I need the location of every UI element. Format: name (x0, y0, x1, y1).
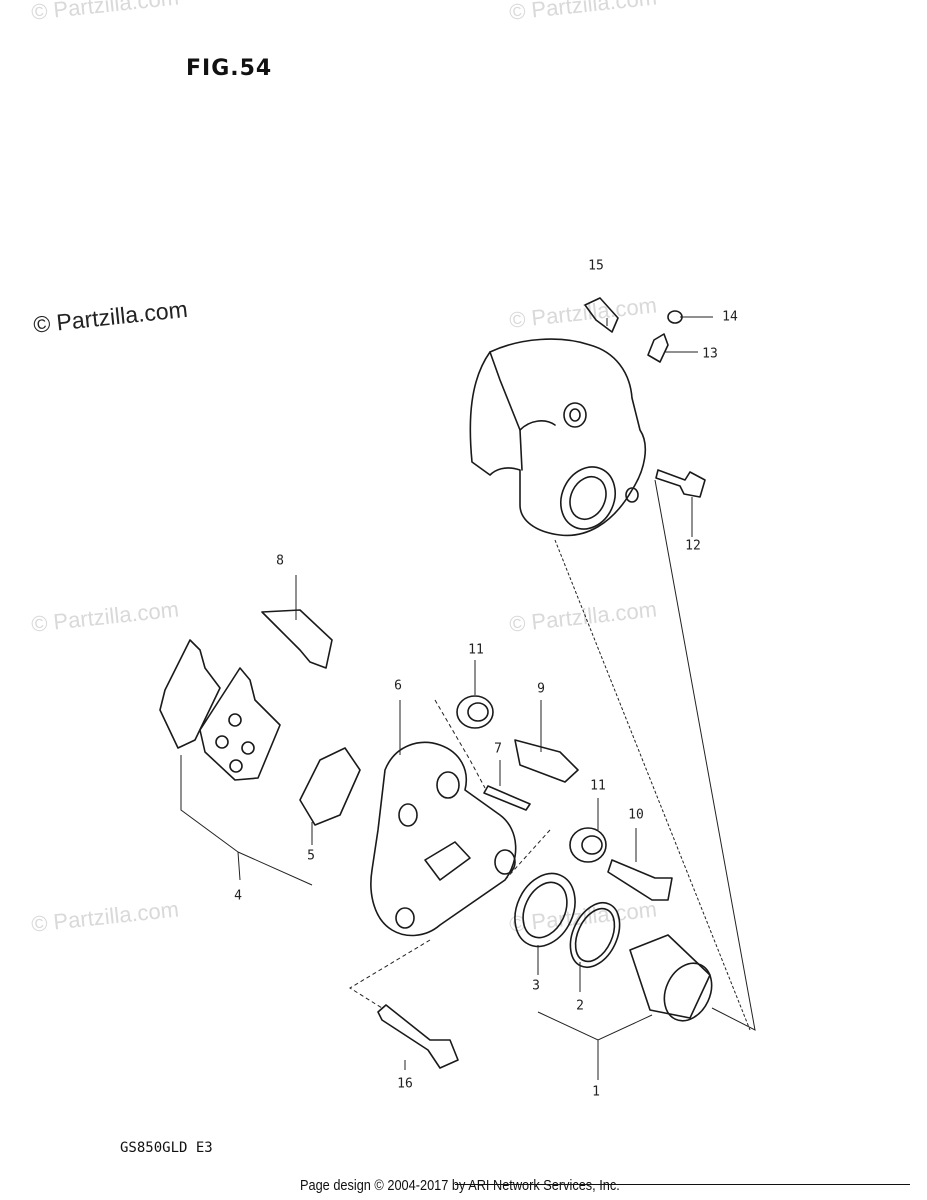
callout-8: 8 (276, 553, 284, 569)
callout-9: 9 (537, 681, 545, 697)
leader-lines (180, 316, 756, 1080)
callout-13: 13 (702, 346, 718, 362)
page-footer: Page design © 2004-2017 by ARI Network S… (300, 1177, 620, 1194)
bolt-part-12 (655, 469, 706, 498)
footer-rule (455, 1184, 910, 1185)
callout-11a: 11 (468, 642, 484, 658)
callout-16: 16 (397, 1076, 413, 1092)
bleeder-cap-part-14 (667, 310, 683, 324)
bleeder-valve-part-13 (647, 333, 669, 363)
caliper-body (469, 338, 647, 537)
callout-3: 3 (532, 978, 540, 994)
brake-pads-part-4 (159, 639, 281, 781)
callout-7: 7 (494, 741, 502, 757)
model-code: GS850GLD E3 (120, 1140, 213, 1156)
figure-label: FIG.54 (186, 56, 273, 81)
bolt-part-16 (377, 1004, 459, 1069)
callout-10: 10 (628, 807, 644, 823)
sleeve-bolt-part-10 (607, 859, 673, 901)
caliper-bracket-part-6 (370, 741, 517, 937)
boot-part-11a (456, 695, 494, 729)
callout-12: 12 (685, 538, 701, 554)
shim-part-5 (299, 747, 361, 826)
piston-part-1 (629, 934, 713, 1022)
callout-2: 2 (576, 998, 584, 1014)
piston-seal-part-2 (569, 902, 621, 968)
callout-4: 4 (234, 888, 242, 904)
boot-part-11b (569, 827, 607, 863)
clip-part-15 (584, 297, 619, 333)
callout-11b: 11 (590, 778, 606, 794)
pad-spring-part-8 (261, 609, 333, 669)
callout-15: 15 (588, 258, 604, 274)
callout-5: 5 (307, 848, 315, 864)
callout-14: 14 (722, 309, 738, 325)
dust-seal-part-3 (514, 872, 576, 948)
callout-6: 6 (394, 678, 402, 694)
sleeve-part-9 (514, 739, 579, 783)
callout-1: 1 (592, 1084, 600, 1100)
pin-part-7 (483, 785, 531, 811)
